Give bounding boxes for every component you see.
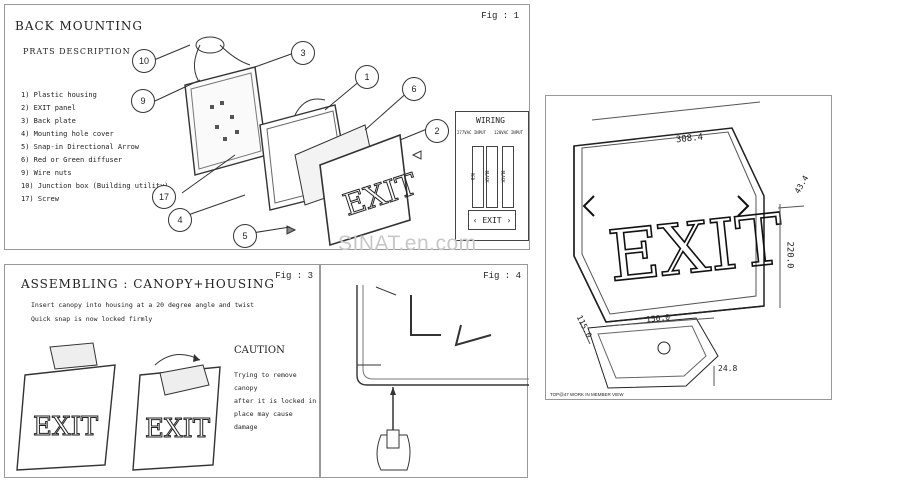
caution-line: after it is locked in bbox=[234, 397, 317, 405]
sign-arrow-right: › bbox=[506, 215, 512, 225]
instruction-2: Quick snap is now locked firmly bbox=[31, 315, 153, 323]
part-item: 17) Screw bbox=[21, 195, 59, 203]
part-item: 9) Wire nuts bbox=[21, 169, 72, 177]
wire-label: BLACK bbox=[500, 170, 506, 183]
canopy-assembly-drawing: EXIT EXIT bbox=[16, 342, 221, 471]
fig1-label: Fig : 1 bbox=[481, 11, 519, 21]
exit-sign-dimension-drawing: EXIT bbox=[573, 101, 805, 389]
fig3-panel: ASSEMBLING : CANOPY+HOUSING Fig : 3 Inse… bbox=[4, 264, 320, 478]
caution-text: Trying to remove canopy after it is lock… bbox=[234, 369, 319, 434]
callout-2: 2 bbox=[425, 119, 449, 143]
callout-5: 5 bbox=[233, 224, 257, 248]
fig1-title: BACK MOUNTING bbox=[15, 19, 144, 33]
part-item: 4) Mounting hole cover bbox=[21, 130, 114, 138]
watermark: SINAT.en.com bbox=[338, 232, 477, 255]
fig1-panel: BACK MOUNTING Fig : 1 PRATS DESCRIPTION … bbox=[4, 4, 530, 250]
callout-17: 17 bbox=[152, 185, 176, 209]
part-item: 1) Plastic housing bbox=[21, 91, 97, 99]
wire-label: BLACK bbox=[484, 170, 490, 183]
wire-label: RED bbox=[470, 172, 476, 181]
part-item: 5) Snap-in Directional Arrow bbox=[21, 143, 140, 151]
wire-black-1 bbox=[486, 146, 498, 208]
drawing-caption: TOP@47 WORK IN MEMBER VIEW bbox=[550, 392, 624, 397]
part-item: 6) Red or Green diffuser bbox=[21, 156, 123, 164]
canopy-height: 24.8 bbox=[718, 364, 738, 373]
fig4-label: Fig : 4 bbox=[483, 271, 521, 281]
caution-title: CAUTION bbox=[234, 345, 285, 356]
wiring-right-label: 120VAC INPUT bbox=[494, 130, 523, 135]
callout-9: 9 bbox=[131, 89, 155, 113]
wire-black-2 bbox=[502, 146, 514, 208]
callout-3: 3 bbox=[291, 41, 315, 65]
callout-6: 6 bbox=[402, 77, 426, 101]
svg-text:EXIT: EXIT bbox=[145, 414, 211, 444]
part-item: 10) Junction box (Building utility) bbox=[21, 182, 169, 190]
wiring-exit-sign: ‹ EXIT › bbox=[468, 210, 516, 230]
dim-height: 220.0 bbox=[784, 241, 795, 269]
svg-text:EXIT: EXIT bbox=[605, 198, 788, 298]
product-panel: EXIT 308.4 43.4 220.0 150.0 115.0 24.8 T… bbox=[545, 95, 832, 400]
parts-list: 1) Plastic housing 2) EXIT panel 3) Back… bbox=[21, 89, 169, 206]
mounting-detail-drawing bbox=[356, 285, 529, 471]
fig3-title: ASSEMBLING : CANOPY+HOUSING bbox=[21, 277, 275, 291]
svg-text:EXIT: EXIT bbox=[33, 412, 99, 442]
callout-10: 10 bbox=[132, 49, 156, 73]
caution-line: Trying to remove canopy bbox=[234, 371, 297, 392]
wire-red bbox=[472, 146, 484, 208]
sign-arrow-left: ‹ bbox=[472, 215, 478, 225]
wiring-exit-text: EXIT bbox=[482, 215, 502, 225]
fig3-label: Fig : 3 bbox=[275, 271, 313, 281]
caution-line: place may cause damage bbox=[234, 410, 293, 431]
part-item: 2) EXIT panel bbox=[21, 104, 76, 112]
exploded-view-drawing: EXIT bbox=[153, 36, 428, 247]
parts-heading: PRATS DESCRIPTION bbox=[23, 47, 131, 56]
part-item: 3) Back plate bbox=[21, 117, 76, 125]
fig4-panel: Fig : 4 bbox=[320, 264, 529, 478]
instruction-1: Insert canopy into housing at a 20 degre… bbox=[31, 301, 255, 309]
callout-1: 1 bbox=[355, 65, 379, 89]
callout-4: 4 bbox=[168, 208, 192, 232]
wiring-title: WIRING bbox=[476, 116, 505, 125]
wiring-left-label: 277VAC INPUT bbox=[457, 130, 486, 135]
wiring-diagram: WIRING 277VAC INPUT 120VAC INPUT RED BLA… bbox=[455, 111, 529, 241]
